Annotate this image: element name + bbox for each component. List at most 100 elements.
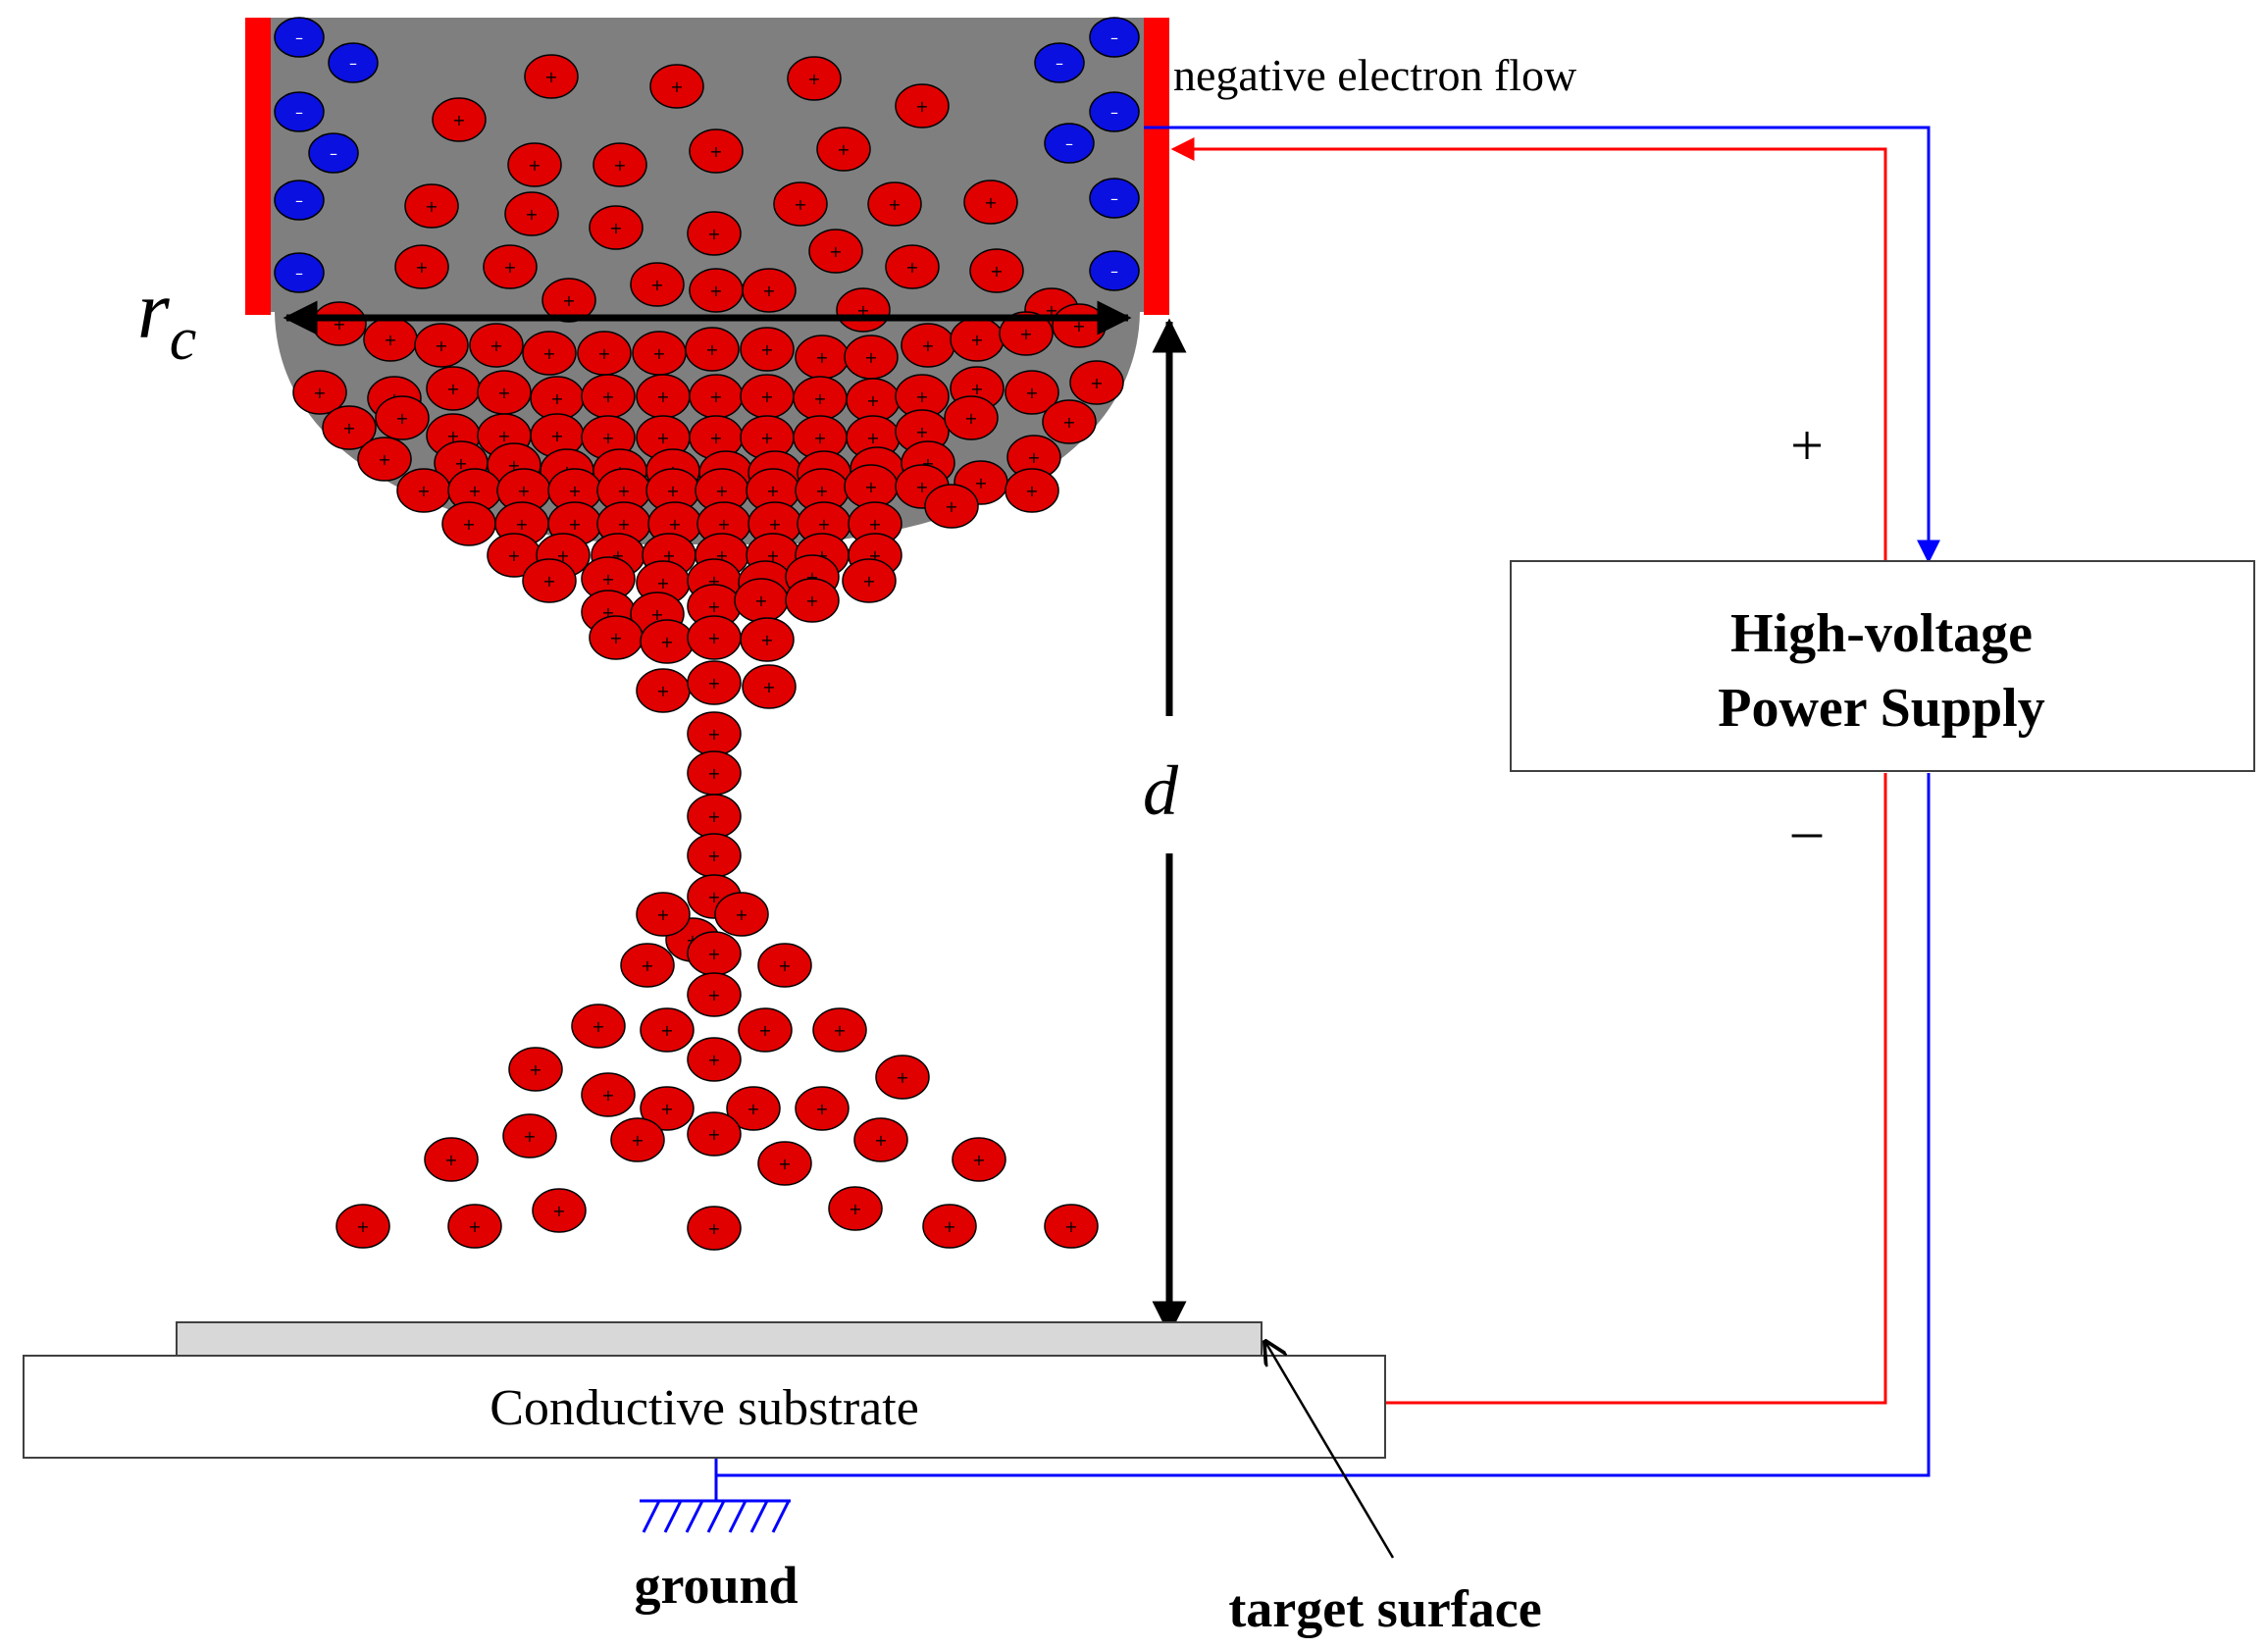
positive-charge-sign: +: [707, 1125, 720, 1144]
positive-charge-sign: +: [964, 409, 977, 428]
negative-charge-sign: –: [295, 191, 303, 210]
positive-charge-sign: +: [984, 193, 997, 212]
negative-charge-sign: –: [1065, 134, 1073, 153]
positive-charge: +: [773, 181, 828, 227]
positive-charge: +: [714, 892, 769, 937]
positive-charge-sign: +: [529, 1060, 541, 1079]
positive-charge-sign: +: [760, 429, 773, 447]
positive-charge: +: [867, 181, 922, 227]
positive-charge: +: [812, 1007, 867, 1053]
positive-charge: +: [589, 205, 644, 250]
positive-charge: +: [532, 1188, 587, 1233]
positive-charge: +: [742, 268, 797, 313]
positive-charge: +: [757, 1141, 812, 1186]
positive-charge-sign: +: [762, 282, 775, 300]
positive-charge: +: [924, 484, 979, 529]
positive-charge: +: [901, 323, 955, 368]
positive-charge: +: [632, 331, 687, 376]
negative-charge: –: [1089, 250, 1140, 291]
positive-charge-sign: +: [807, 70, 820, 88]
positive-charge: +: [630, 262, 685, 307]
positive-charge: +: [441, 501, 496, 546]
positive-charge-sign: +: [707, 1051, 720, 1069]
positive-charge-sign: +: [707, 597, 720, 616]
negative-charge: –: [1089, 178, 1140, 219]
positive-charge: +: [828, 1186, 883, 1231]
positive-charge-sign: +: [395, 409, 408, 428]
positive-charge-sign: +: [866, 391, 879, 410]
positive-charge-sign: +: [662, 546, 675, 565]
positive-charge-sign: +: [525, 205, 538, 224]
positive-charge: +: [757, 943, 812, 988]
positive-charge: +: [687, 711, 742, 756]
positive-charge: +: [853, 1117, 908, 1162]
positive-charge-sign: +: [707, 674, 720, 693]
positive-charge: +: [571, 1004, 626, 1049]
positive-charge: +: [844, 464, 899, 509]
positive-charge: +: [795, 335, 850, 380]
positive-charge-sign: +: [805, 592, 818, 610]
positive-charge-sign: +: [758, 1021, 771, 1040]
positive-charge-sign: +: [762, 678, 775, 696]
positive-charge: +: [1006, 435, 1061, 480]
positive-charge-sign: +: [707, 986, 720, 1004]
positive-charge-sign: +: [990, 262, 1003, 281]
ground-label: ground: [634, 1556, 798, 1615]
positive-charge-sign: +: [1025, 482, 1038, 500]
target-layer: [176, 1321, 1263, 1357]
positive-charge: +: [508, 1047, 563, 1092]
positive-charge-sign: +: [446, 427, 459, 445]
positive-charge-sign: +: [754, 592, 767, 610]
positive-charge: +: [687, 1111, 742, 1157]
positive-charge: +: [746, 468, 800, 513]
positive-charge-sign: +: [528, 156, 541, 175]
positive-charge: +: [312, 301, 367, 346]
positive-charge-sign: +: [760, 631, 773, 649]
positive-charge-sign: +: [707, 629, 720, 647]
nozzle-right-electrode: [1144, 18, 1169, 315]
positive-charge-sign: +: [384, 331, 396, 349]
positive-charge: +: [424, 1137, 479, 1182]
positive-charge-sign: +: [631, 1131, 644, 1150]
positive-charge: +: [895, 374, 950, 419]
positive-charge-sign: +: [656, 682, 669, 700]
positive-charge-sign: +: [921, 336, 934, 355]
positive-charge: +: [335, 1204, 390, 1249]
positive-charge-sign: +: [609, 629, 622, 647]
positive-charge-sign: +: [562, 291, 575, 310]
positive-charge: +: [394, 244, 449, 289]
positive-charge-sign: +: [866, 429, 879, 447]
positive-charge-sign: +: [550, 427, 563, 445]
positive-charge: +: [689, 268, 744, 313]
positive-wire-top: [1170, 137, 1887, 561]
positive-charge-sign: +: [778, 956, 791, 975]
positive-charge-sign: +: [550, 389, 563, 408]
positive-charge: +: [944, 395, 999, 440]
positive-charge-sign: +: [597, 344, 610, 363]
positive-charge: +: [787, 56, 842, 101]
positive-charge-sign: +: [829, 242, 842, 261]
target-surface-pointer: [1265, 1342, 1395, 1559]
positive-charge: +: [846, 378, 901, 423]
positive-charge: +: [687, 1206, 742, 1251]
positive-charge: +: [322, 405, 377, 450]
positive-charge-sign: +: [707, 764, 720, 783]
positive-charge-sign: +: [601, 570, 614, 589]
positive-charge-sign: +: [709, 142, 722, 161]
positive-charge: +: [640, 1086, 695, 1131]
positive-charge-sign: +: [868, 515, 881, 534]
nozzle-left-electrode: [245, 18, 271, 315]
negative-charge: –: [328, 42, 379, 83]
ground-icon: [640, 1475, 791, 1533]
positive-charge-sign: +: [709, 282, 722, 300]
positive-charge: +: [404, 183, 459, 229]
positive-charge: +: [447, 1204, 502, 1249]
positive-charge-sign: +: [1062, 413, 1075, 432]
positive-charge-sign: +: [435, 336, 447, 355]
positive-charge: +: [696, 501, 751, 546]
positive-charge-sign: +: [849, 1200, 861, 1218]
positive-charge: +: [1005, 468, 1059, 513]
positive-charge-sign: +: [1090, 374, 1103, 392]
positive-charge-sign: +: [656, 429, 669, 447]
positive-charge: +: [1069, 360, 1124, 405]
